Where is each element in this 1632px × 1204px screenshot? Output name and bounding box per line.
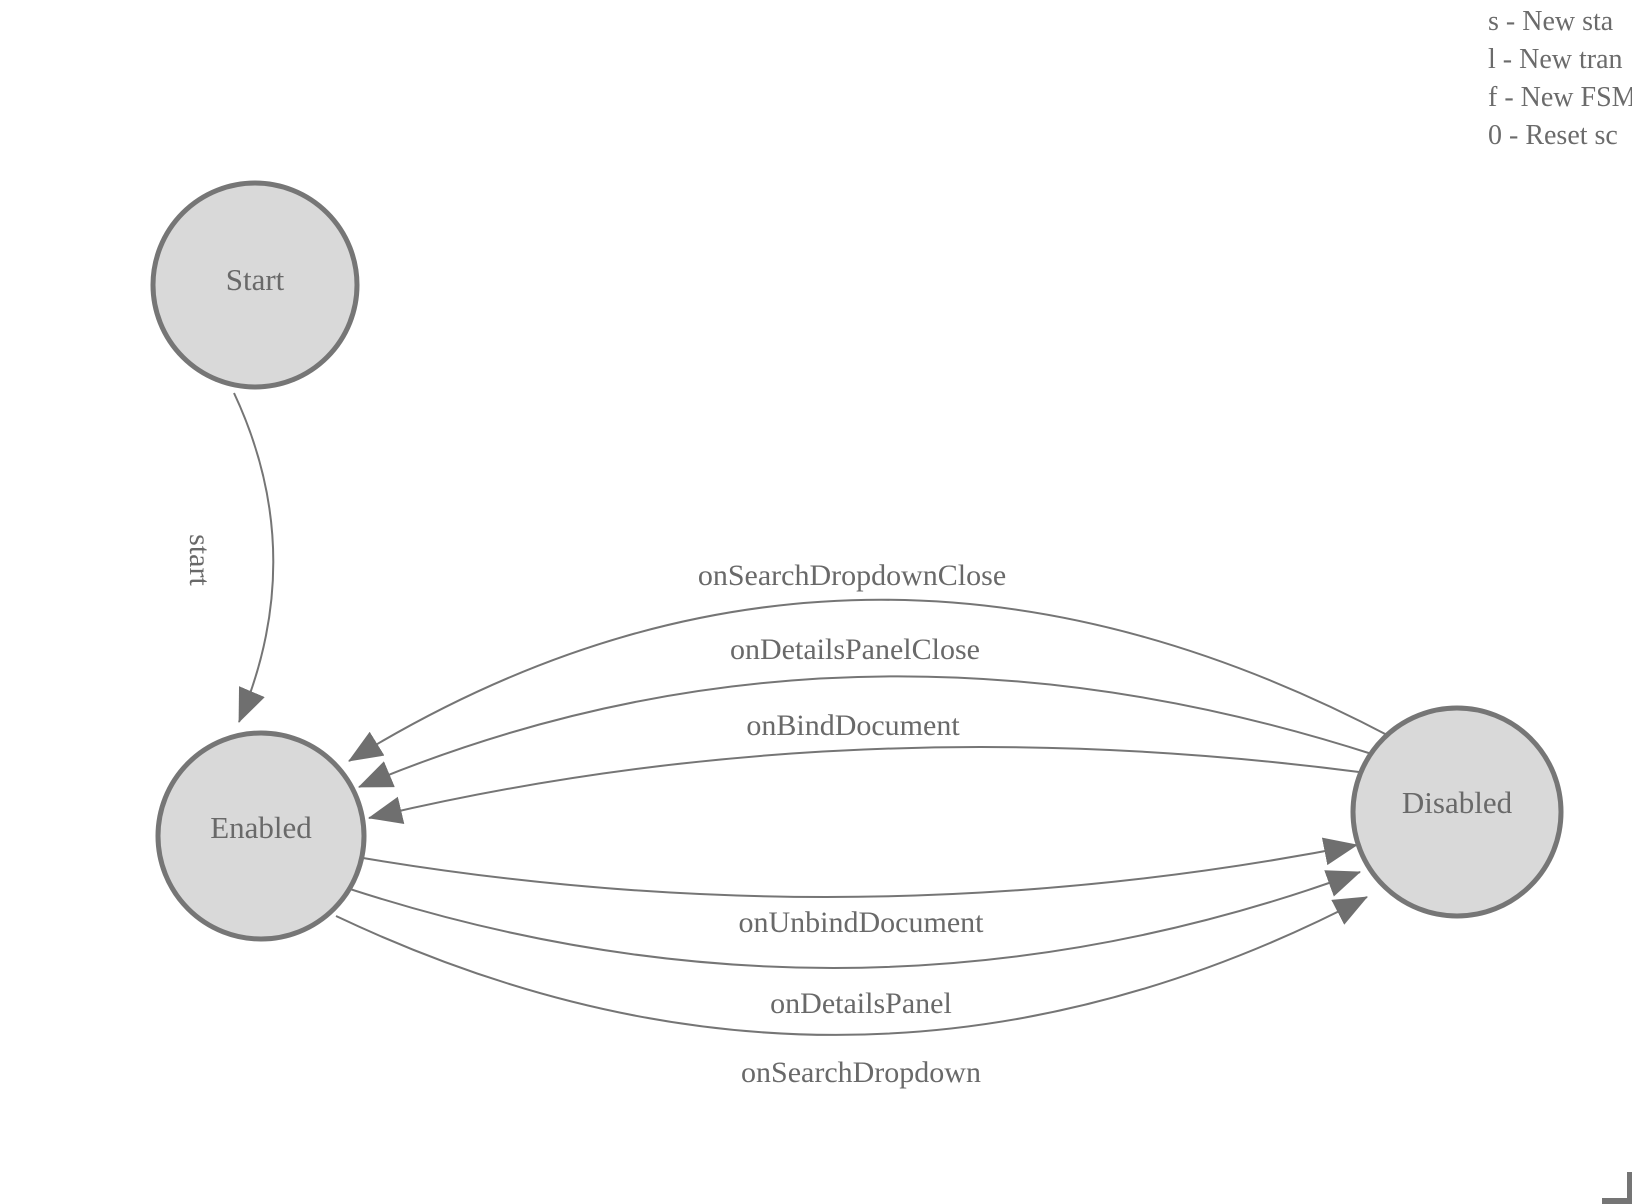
transition-curve-onBindDocument[interactable] (368, 746, 1360, 824)
transition-label-onSearchDropdown[interactable]: onSearchDropdown (741, 1056, 981, 1089)
transition-label-start[interactable]: start (183, 534, 216, 586)
transition-curve-onDetailsPanel[interactable] (349, 870, 1361, 969)
transition-curve-onDetailsPanelClose[interactable] (358, 675, 1376, 788)
shortcut-help-panel: s - New sta l - New tran f - New FSM 0 -… (1488, 3, 1632, 155)
shortcut-help-line: l - New tran (1488, 44, 1623, 75)
state-label-start: Start (225, 262, 285, 297)
state-label-disabled: Disabled (1401, 785, 1513, 820)
transition-curve-onSearchDropdown[interactable] (335, 896, 1368, 1036)
shortcut-help-line: s - New sta (1488, 6, 1614, 37)
transition-label-onUnbindDocument[interactable]: onUnbindDocument (738, 906, 984, 939)
transition-curve-start[interactable] (233, 392, 275, 723)
frame-corner (1602, 1172, 1632, 1204)
transition-curve-onUnbindDocument[interactable] (362, 837, 1358, 898)
shortcut-help-line: 0 - Reset sc (1488, 120, 1618, 151)
transition-label-onSearchDropdownClose[interactable]: onSearchDropdownClose (697, 559, 1007, 592)
transition-label-onBindDocument[interactable]: onBindDocument (746, 709, 960, 742)
transition-label-onDetailsPanel[interactable]: onDetailsPanel (770, 987, 952, 1020)
state-circle-enabled[interactable] (155, 730, 367, 942)
transition-curve-onSearchDropdownClose[interactable] (348, 598, 1392, 762)
state-circle-start[interactable] (150, 180, 360, 390)
transition-label-onDetailsPanelClose[interactable]: onDetailsPanelClose (730, 633, 980, 666)
state-circle-disabled[interactable] (1350, 705, 1564, 919)
state-label-enabled: Enabled (210, 810, 312, 845)
shortcut-help-line: f - New FSM (1488, 82, 1632, 113)
